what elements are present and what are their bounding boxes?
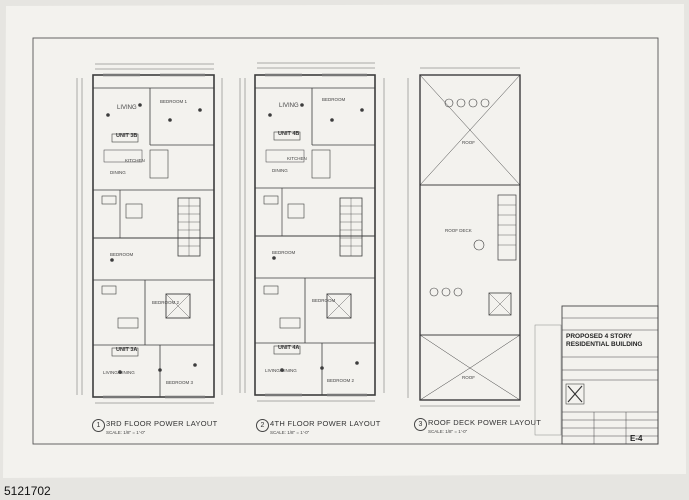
plan-number: 1 [92,419,105,432]
room-label: BEDROOM [322,97,346,102]
drawing-title: PROPOSED 4 STORY RESIDENTIAL BUILDING [566,333,643,348]
room-label: LIVING/DINING [103,370,135,375]
room-label: DINING [110,170,126,175]
plan-3rd-floor [76,63,223,404]
room-label: DINING [272,168,288,173]
plan-title: ROOF DECK POWER LAYOUT [428,418,542,427]
room-label: BEDROOM 2 [152,300,180,305]
room-label: BEDROOM [272,250,296,255]
room-label: BEDROOM 2 [327,378,355,383]
unit-label: UNIT 4A [278,345,300,351]
plan-title: 3RD FLOOR POWER LAYOUT [106,419,218,428]
plan-number: 3 [414,418,427,431]
unit-label: UNIT 4B [278,131,300,137]
room-label: ROOF [462,375,475,380]
sheet-number: E-4 [630,434,643,443]
drawing-border [32,37,659,445]
room-label: BEDROOM 3 [166,380,194,385]
room-label: ROOF DECK [445,228,472,233]
plan-scale: SCALE: 1/8" = 1'-0" [428,429,468,434]
unit-label: UNIT 3B [116,133,138,139]
room-label: LIVING [279,103,299,109]
plan-4th-floor [239,62,385,402]
room-label: BEDROOM 1 [160,99,188,104]
unit-label: UNIT 3A [116,347,138,353]
title-block [561,305,659,445]
room-label: LIVING/DINING [265,368,297,373]
room-label: KITCHEN [287,156,307,161]
plan-number: 2 [256,419,269,432]
room-label: BEDROOM [110,252,134,257]
room-label: BEDROOM [312,298,336,303]
room-label: ROOF [462,140,475,145]
plan-scale: SCALE: 1/8" = 1'-0" [106,430,146,435]
plan-title: 4TH FLOOR POWER LAYOUT [270,419,381,428]
paper-sheet [3,4,686,478]
plan-roof-deck [407,67,521,407]
listing-id: 5121702 [4,484,51,498]
room-label: LIVING [117,105,137,111]
approval-column [534,324,562,436]
room-label: KITCHEN [125,158,145,163]
plan-scale: SCALE: 1/8" = 1'-0" [270,430,310,435]
